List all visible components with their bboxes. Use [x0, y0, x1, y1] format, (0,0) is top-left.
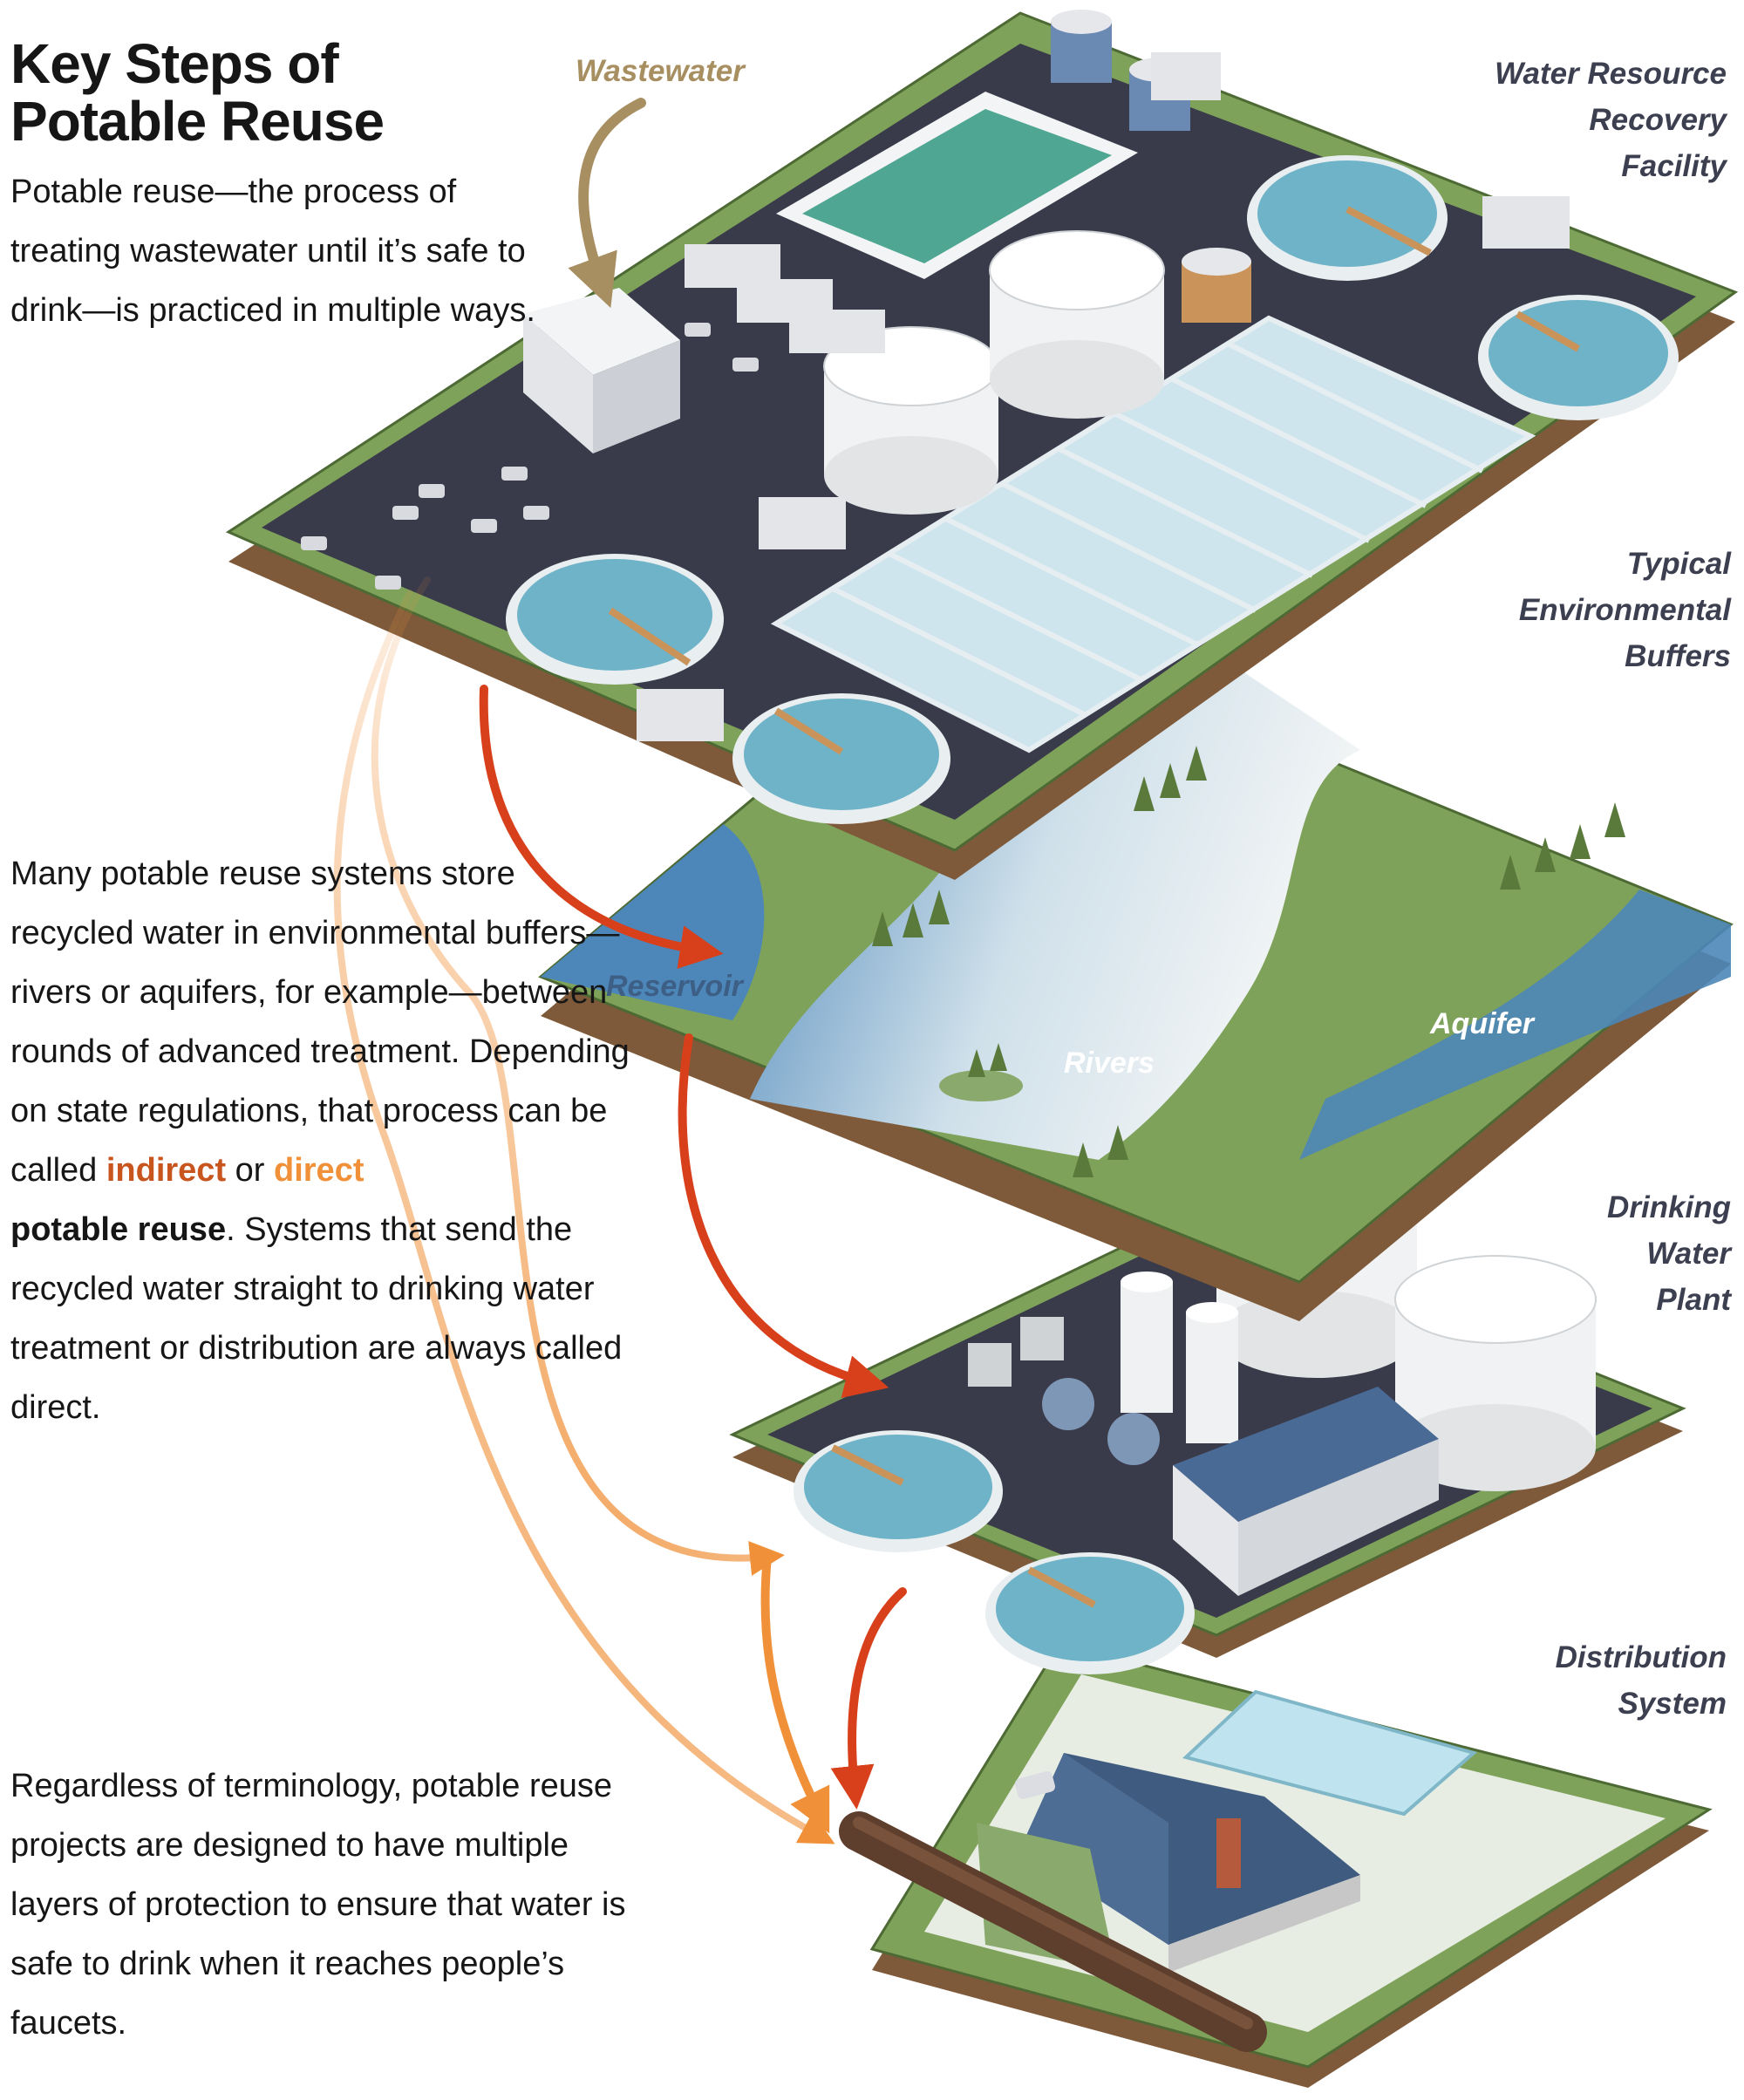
pond-icon: [776, 92, 1138, 279]
arrow-plant-to-distribution: [830, 1587, 907, 1810]
aeration-basin-icon: [770, 315, 1536, 753]
page-title: Key Steps of Potable Reuse: [10, 32, 385, 153]
distribution-label-line-2: System: [1618, 1687, 1727, 1721]
wrrf-label-line-1: Water Resource: [1495, 57, 1727, 91]
storage-tank-icon: [989, 230, 1165, 419]
river-icon: [750, 663, 1360, 1160]
closing-paragraph: Regardless of terminology, potable reuse…: [10, 1768, 626, 2042]
reservoir-label: Reservoir: [606, 970, 743, 1003]
pool-icon: [1182, 1689, 1478, 1817]
recovery-facility-layer: [225, 10, 1739, 880]
distribution-label: Distribution System: [1413, 1634, 1727, 1727]
arrow-direct-to-plant: [371, 576, 785, 1576]
storage-tank-icon: [1394, 1255, 1597, 1491]
arrow-to-plant: [678, 1033, 889, 1398]
wastewater-label: Wastewater: [576, 54, 745, 88]
wrrf-label: Water Resource Recovery Facility: [1413, 51, 1727, 189]
wrrf-label-line-3: Facility: [1621, 149, 1727, 183]
or-text: or: [226, 1152, 274, 1189]
car-icon: [301, 323, 759, 590]
indirect-term: indirect: [106, 1152, 227, 1189]
plant-label-line-3: Plant: [1656, 1283, 1731, 1317]
intro-paragraph: Potable reuse—the process of treating wa…: [10, 174, 535, 329]
rivers-label: Rivers: [1064, 1047, 1155, 1080]
storage-tank-icon: [823, 326, 999, 515]
distribution-label-line-1: Distribution: [1555, 1640, 1727, 1674]
buffers-label-line-1: Typical: [1626, 547, 1731, 581]
arrow-direct-to-distribution-b: [333, 590, 835, 1844]
plant-label-line-1: Drinking: [1607, 1190, 1731, 1224]
wastewater-arrow: [568, 98, 646, 309]
clarifier-icon: [1247, 155, 1448, 281]
buffers-label-line-3: Buffers: [1625, 639, 1731, 673]
wrrf-label-line-2: Recovery: [1589, 103, 1727, 137]
middle-text-2: . Systems that send the recycled water s…: [10, 1211, 623, 1426]
tree-icon: [872, 746, 1625, 1177]
buffers-label-line-2: Environmental: [1518, 593, 1731, 627]
middle-paragraph: Many potable reuse systems store recycle…: [10, 844, 638, 1437]
office-building-icon: [523, 288, 680, 453]
distribution-layer: [839, 1642, 1713, 2088]
clarifier-icon: [985, 1552, 1195, 1674]
plant-label-line-2: Water: [1646, 1237, 1731, 1271]
clarifier-icon: [794, 1430, 1003, 1552]
water-pipe-icon: [839, 1811, 1267, 2052]
arrow-direct-to-distribution-a: [760, 1552, 830, 1834]
house-icon: [1020, 1753, 1360, 1973]
flow-arrows: [333, 98, 907, 1844]
arrow-to-reservoir: [479, 685, 724, 969]
aquifer-label: Aquifer: [1430, 1007, 1534, 1040]
clarifier-icon: [1478, 295, 1679, 420]
drinking-water-plant-layer: [729, 1142, 1686, 1674]
warehouse-icon: [1173, 1387, 1439, 1596]
direct-term: direct: [274, 1152, 364, 1189]
clarifier-icon: [506, 554, 724, 685]
plant-label: Drinking Water Plant: [1413, 1184, 1731, 1323]
clarifier-icon: [732, 693, 950, 824]
buffers-label: Typical Environmental Buffers: [1413, 541, 1731, 679]
potable-reuse-term: potable reuse: [10, 1211, 227, 1248]
middle-text-1: Many potable reuse systems store recycle…: [10, 856, 630, 1189]
